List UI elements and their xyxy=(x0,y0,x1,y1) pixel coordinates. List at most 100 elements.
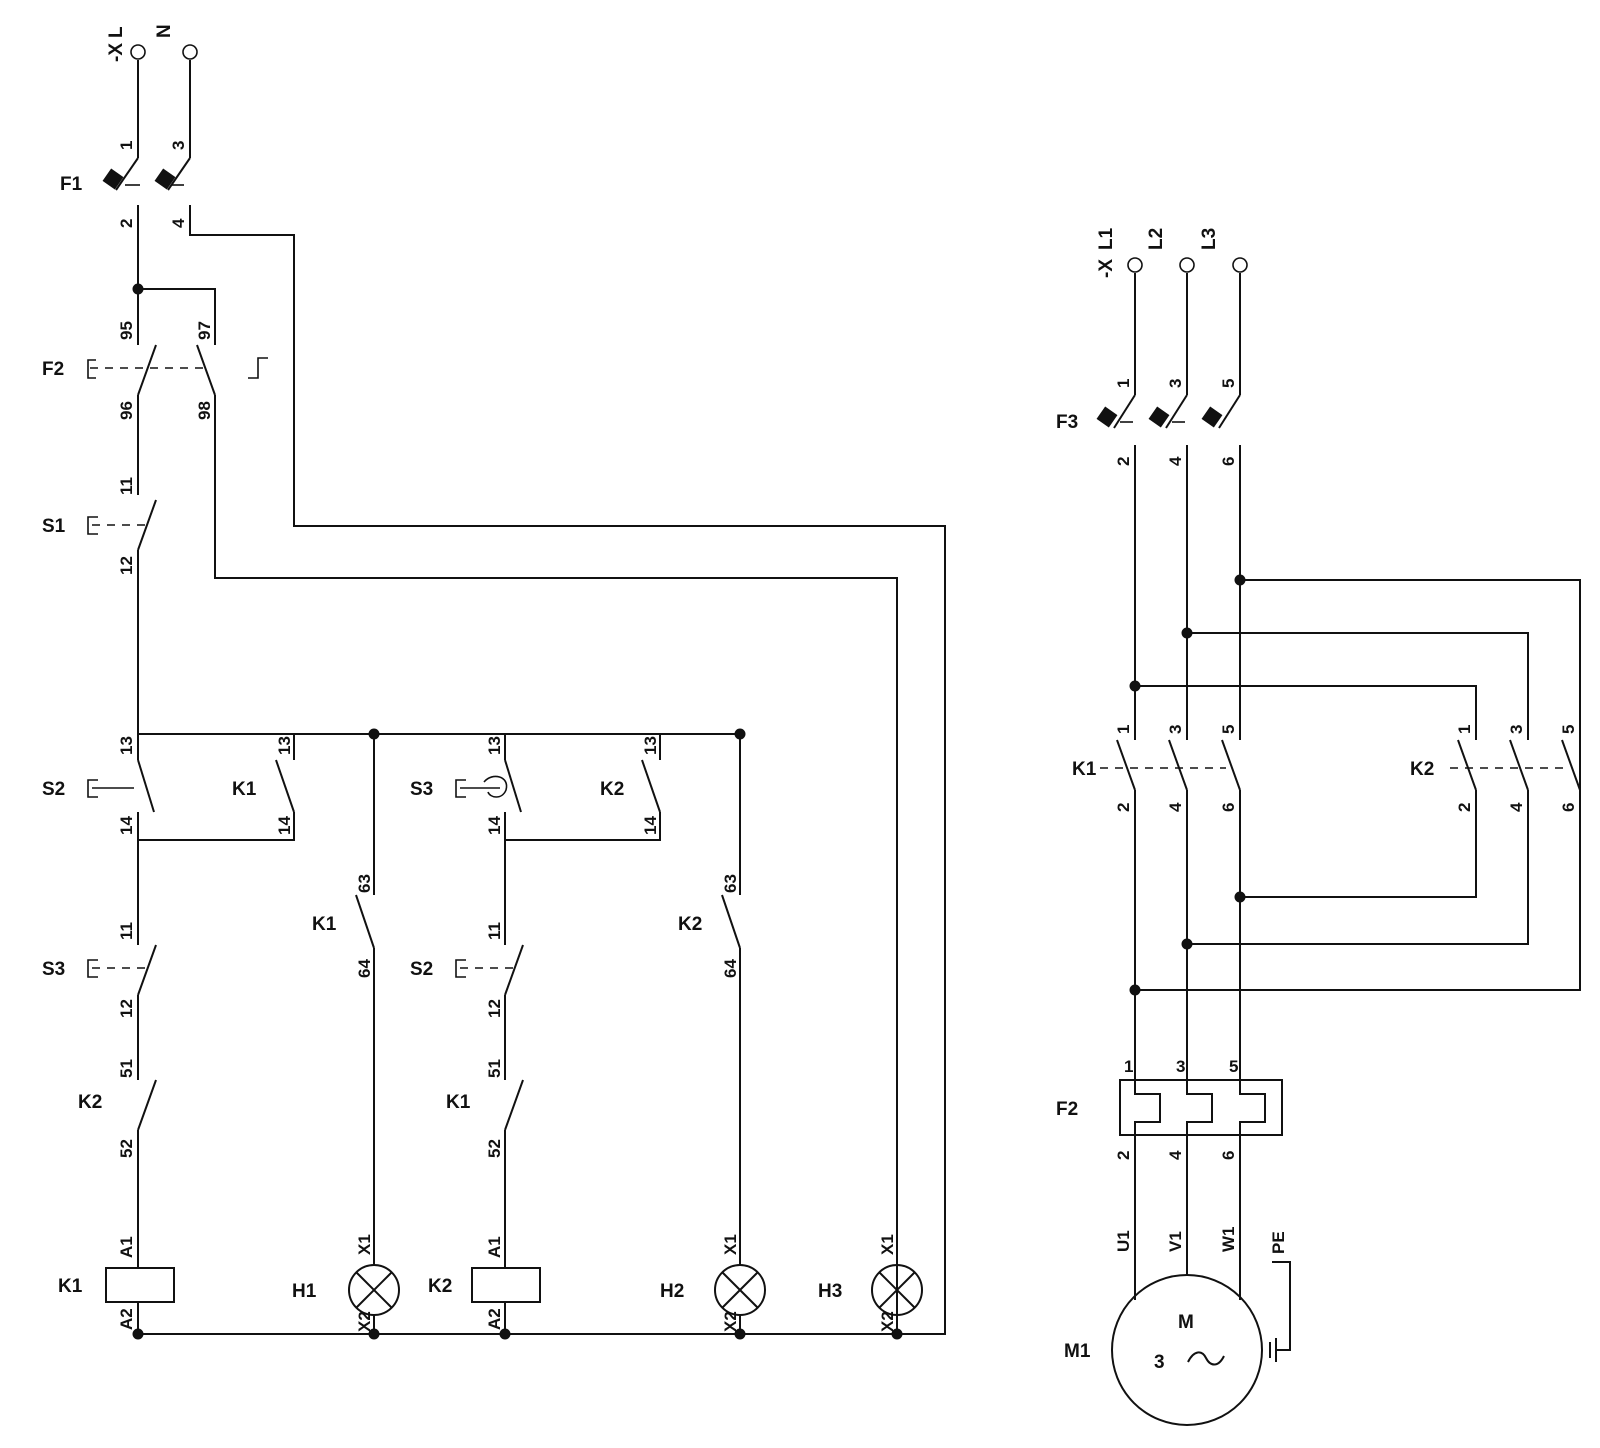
motor-m1: M 3 M1 U1 V1 W1 PE xyxy=(1064,1135,1291,1426)
lamp-h1-branch: K1 63 64 H1 X1 X2 xyxy=(292,734,400,1334)
supply-l-label: L xyxy=(106,26,127,38)
s2-terminal-12: 12 xyxy=(485,999,504,1018)
f2-label: F2 xyxy=(42,359,64,380)
f1-terminal-3: 3 xyxy=(169,141,188,150)
h1-x2: X2 xyxy=(355,1311,374,1332)
f3-actuator-icon xyxy=(1201,406,1223,428)
power-supply-prefix: -X xyxy=(1096,259,1117,278)
motor-w1: W1 xyxy=(1219,1227,1238,1253)
f2-overload-relay: F2 1 3 5 2 4 6 xyxy=(1056,1057,1283,1160)
k2-main-contacts: K2 1 2 3 4 5 6 xyxy=(1410,725,1581,812)
f1-actuator-icon xyxy=(102,168,124,190)
k1-terminal-51: 51 xyxy=(485,1059,504,1078)
f2-terminal-6: 6 xyxy=(1219,1151,1238,1160)
pushbutton-icon xyxy=(87,779,98,798)
k2-coil-icon xyxy=(471,1267,541,1303)
f1-label: F1 xyxy=(60,174,83,195)
f2-aux-contacts: F2 95 96 97 98 xyxy=(42,283,898,1334)
f3-terminal-4: 4 xyxy=(1166,456,1185,466)
f1-terminal-2: 2 xyxy=(117,219,136,228)
f2-terminal-5: 5 xyxy=(1229,1057,1238,1076)
f3-terminal-3: 3 xyxy=(1166,379,1185,388)
k1-main-terminal-2: 2 xyxy=(1114,803,1133,812)
s3-nc-label: S3 xyxy=(42,959,65,980)
pushbutton-icon xyxy=(87,516,98,535)
terminal-n xyxy=(182,44,198,60)
f3-label: F3 xyxy=(1056,412,1078,433)
k2-coil-a2: A2 xyxy=(485,1308,504,1330)
f2-terminal-98: 98 xyxy=(195,401,214,420)
k1-holding-contact-label: K1 xyxy=(232,779,257,800)
f2-terminal-97: 97 xyxy=(195,321,214,340)
s3-terminal-12: 12 xyxy=(117,999,136,1018)
s2-label: S2 xyxy=(42,779,65,800)
supply-l1-label: L1 xyxy=(1096,227,1117,250)
k1-coil-icon xyxy=(105,1267,175,1303)
k2-coil-a1: A1 xyxy=(485,1236,504,1258)
f3-actuator-icon xyxy=(1096,406,1118,428)
thermal-element-icon xyxy=(1186,1080,1213,1135)
terminal-l1 xyxy=(1127,257,1143,273)
k1-interlock-label: K1 xyxy=(446,1092,471,1113)
h3-x2: X2 xyxy=(878,1311,897,1332)
f3-terminal-5: 5 xyxy=(1219,379,1238,388)
thermal-element-icon xyxy=(1239,1080,1266,1135)
f3-actuator-icon xyxy=(1148,406,1170,428)
k1-main-terminal-5: 5 xyxy=(1219,725,1238,734)
pushbutton-icon xyxy=(455,779,466,798)
f1-terminal-4: 4 xyxy=(169,218,188,228)
s2-terminal-11: 11 xyxy=(485,922,504,940)
motor-label: M1 xyxy=(1064,1341,1091,1362)
k2-hold-terminal-14: 14 xyxy=(641,816,660,835)
s3-terminal-14: 14 xyxy=(485,816,504,835)
branch-k1: S2 13 14 K1 13 14 S3 11 12 K2 51 52 K1 A… xyxy=(42,734,295,1334)
s3-no-label: S3 xyxy=(410,779,433,800)
f2-thermal-icon xyxy=(87,359,96,379)
f3-terminal-1: 1 xyxy=(1114,379,1133,388)
f2-terminal-95: 95 xyxy=(117,321,136,340)
control-supply-terminals: -X L N xyxy=(106,24,198,62)
f2-thermal-step-icon xyxy=(248,357,268,379)
k1-coil-a2: A2 xyxy=(117,1308,136,1330)
k2-main-terminal-4: 4 xyxy=(1507,802,1526,812)
k2-terminal-51: 51 xyxy=(117,1059,136,1078)
k1-terminal-64: 64 xyxy=(355,959,374,978)
k2-interlock-label: K2 xyxy=(78,1092,102,1113)
k1-terminal-63: 63 xyxy=(355,874,374,893)
power-circuit: -X L1 L2 L3 F3 1 2 3 4 5 6 xyxy=(1056,227,1581,1426)
h3-x1: X1 xyxy=(878,1234,897,1255)
k1-coil-label: K1 xyxy=(58,1276,83,1297)
power-supply-terminals: -X L1 L2 L3 xyxy=(1096,227,1248,278)
s3-terminal-11: 11 xyxy=(117,922,136,940)
f2-overload-label: F2 xyxy=(1056,1099,1078,1120)
s1-terminal-11: 11 xyxy=(117,477,136,495)
k1-coil-a1: A1 xyxy=(117,1236,136,1258)
lamp-h3-branch: H3 X1 X2 xyxy=(818,1234,923,1334)
motor-pe: PE xyxy=(1269,1231,1288,1254)
lamp-h2-label: H2 xyxy=(660,1281,684,1302)
k2-terminal-52: 52 xyxy=(117,1139,136,1158)
motor-icon xyxy=(1111,1274,1263,1426)
f1-actuator-icon xyxy=(154,168,176,190)
s1-stop-button: S1 11 12 xyxy=(42,477,157,734)
s3-mark-icon xyxy=(483,775,508,798)
k2-main-terminal-3: 3 xyxy=(1507,725,1526,734)
h2-x1: X1 xyxy=(721,1234,740,1255)
k2-main-terminal-5: 5 xyxy=(1559,725,1578,734)
f2-terminal-96: 96 xyxy=(117,401,136,420)
k2-main-terminal-2: 2 xyxy=(1455,803,1474,812)
s3-terminal-13: 13 xyxy=(485,736,504,755)
k1-main-contacts: K1 1 2 3 4 5 6 xyxy=(1072,700,1241,1080)
k1-lamp-contact-label: K1 xyxy=(312,914,337,935)
k1-main-terminal-4: 4 xyxy=(1166,802,1185,812)
pushbutton-icon xyxy=(87,959,98,978)
terminal-l3 xyxy=(1232,257,1248,273)
motor-u1: U1 xyxy=(1114,1230,1133,1252)
h2-x2: X2 xyxy=(721,1311,740,1332)
k2-hold-terminal-13: 13 xyxy=(641,736,660,755)
branch-k2: S3 13 14 K2 13 14 S2 11 12 K1 51 52 K2 A… xyxy=(410,734,661,1334)
s2-nc-label: S2 xyxy=(410,959,433,980)
f3-breaker: F3 1 2 3 4 5 6 xyxy=(1056,273,1241,700)
s1-label: S1 xyxy=(42,516,66,537)
